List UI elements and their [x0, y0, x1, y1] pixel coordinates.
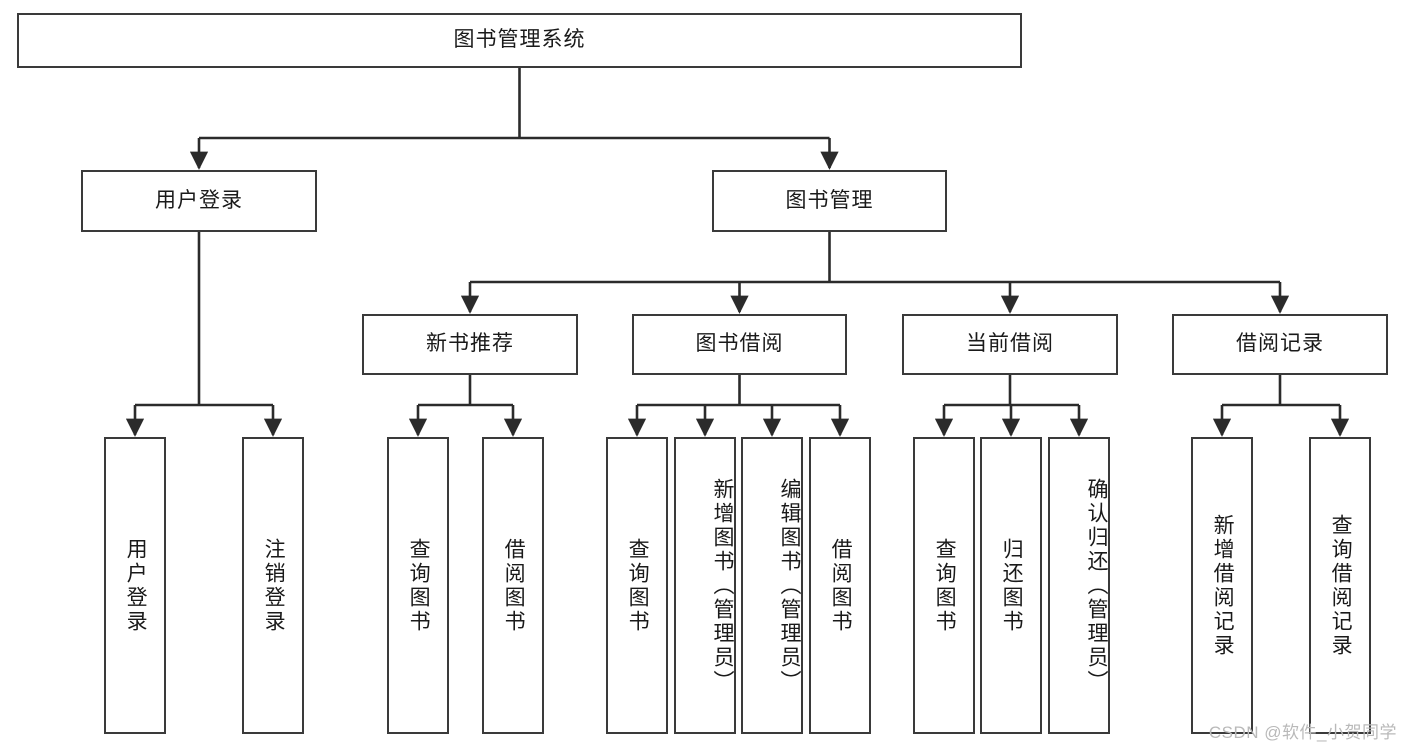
node-label: 图书借阅 [695, 332, 784, 356]
node-leaf-cur-2[interactable]: 归还图书 [980, 437, 1042, 734]
node-leaf-rec-1[interactable]: 新增借阅记录 [1191, 437, 1253, 734]
node-login[interactable]: 用户登录 [81, 170, 317, 232]
node-label: 图书管理 [785, 188, 874, 212]
node-leaf-cur-1[interactable]: 查询图书 [913, 437, 975, 734]
node-label: 查询图书 [626, 537, 650, 634]
edge-group [125, 68, 1350, 437]
node-leaf-new-2[interactable]: 借阅图书 [482, 437, 544, 734]
node-leaf-login-2[interactable]: 注销登录 [242, 437, 304, 734]
node-leaf-borrow-3[interactable]: 编辑图书（管理员） [741, 437, 803, 734]
node-bookmgmt[interactable]: 图书管理 [712, 170, 947, 232]
node-label: 借阅记录 [1236, 332, 1324, 356]
node-label: 用户登录 [124, 537, 148, 634]
node-label: 注销登录 [262, 537, 286, 634]
node-leaf-cur-3[interactable]: 确认归还（管理员） [1048, 437, 1110, 734]
node-leaf-rec-2[interactable]: 查询借阅记录 [1309, 437, 1371, 734]
node-leaf-borrow-2[interactable]: 新增图书（管理员） [674, 437, 736, 734]
node-current[interactable]: 当前借阅 [902, 314, 1118, 375]
node-label: 图书管理系统 [453, 28, 586, 52]
node-newbook[interactable]: 新书推荐 [362, 314, 578, 375]
node-leaf-new-1[interactable]: 查询图书 [387, 437, 449, 734]
node-label: 编辑图书（管理员） [778, 477, 801, 694]
node-label: 确认归还（管理员） [1085, 477, 1108, 694]
node-leaf-borrow-4[interactable]: 借阅图书 [809, 437, 871, 734]
node-records[interactable]: 借阅记录 [1172, 314, 1388, 375]
node-root[interactable]: 图书管理系统 [17, 13, 1022, 68]
node-label: 借阅图书 [502, 537, 526, 634]
node-label: 借阅图书 [829, 537, 853, 634]
node-label: 当前借阅 [966, 332, 1054, 356]
node-label: 查询图书 [407, 537, 431, 634]
node-label: 新增图书（管理员） [711, 477, 734, 694]
node-label: 查询图书 [933, 537, 957, 634]
node-label: 查询借阅记录 [1329, 513, 1353, 658]
node-leaf-borrow-1[interactable]: 查询图书 [606, 437, 668, 734]
node-borrow[interactable]: 图书借阅 [632, 314, 847, 375]
node-label: 新书推荐 [426, 332, 514, 356]
node-label: 用户登录 [155, 188, 243, 212]
node-label: 归还图书 [1000, 537, 1024, 634]
node-label: 新增借阅记录 [1211, 513, 1235, 658]
watermark-label: CSDN @软件_小贺同学 [1208, 723, 1397, 742]
node-leaf-login-1[interactable]: 用户登录 [104, 437, 166, 734]
